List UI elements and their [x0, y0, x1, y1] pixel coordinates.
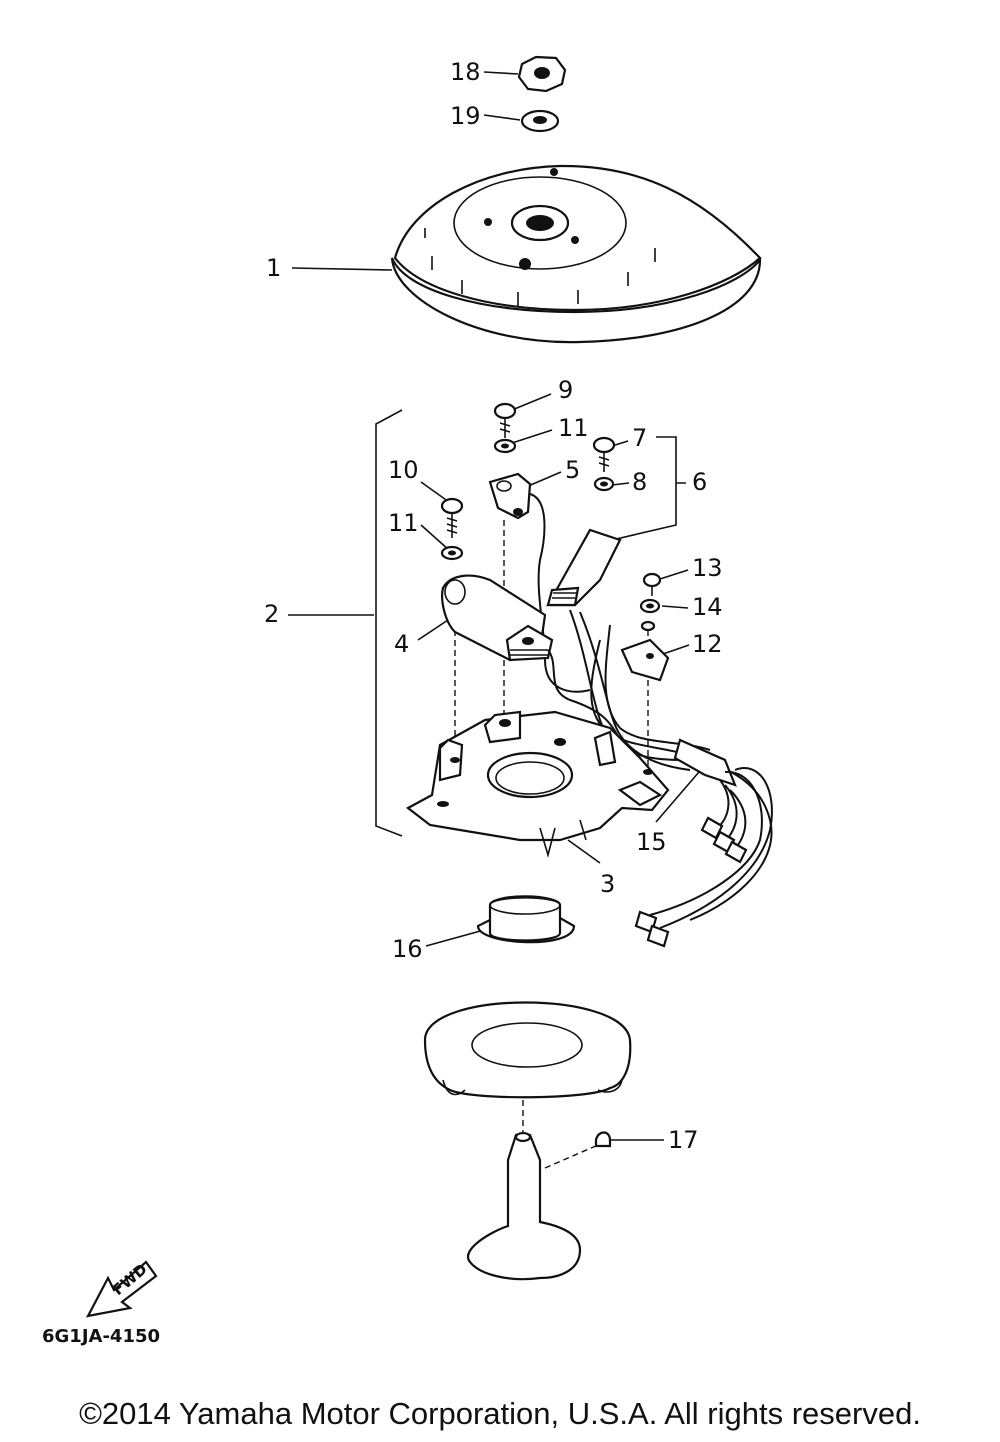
callout-14: 14: [692, 593, 723, 621]
callout-5: 5: [565, 456, 580, 484]
part-8-washer: [593, 476, 615, 492]
callout-9: 9: [558, 376, 573, 404]
crankshaft: [466, 1131, 582, 1281]
callout-3: 3: [600, 870, 615, 898]
leader-lines: [288, 71, 706, 1141]
callout-11-upper: 11: [558, 414, 589, 442]
diagram-reference-code: 6G1JA-4150: [42, 1326, 161, 1347]
callout-10: 10: [388, 456, 419, 484]
callout-12: 12: [692, 630, 723, 658]
callout-8: 8: [632, 468, 647, 496]
callout-19: 19: [450, 102, 481, 130]
callout-15: 15: [636, 828, 667, 856]
bracket-2: [375, 409, 403, 837]
part-13-screw: [642, 572, 662, 596]
part-19-washer: [520, 109, 560, 133]
callouts: 18 19 1 9 11 7 10 5 8 6 11 13 2 14 4 12 …: [264, 58, 723, 1154]
part-1-flywheel: [390, 164, 762, 344]
callout-18: 18: [450, 58, 481, 86]
callout-7: 7: [632, 424, 647, 452]
part-3-stator-plate: [405, 710, 670, 858]
part-18-nut: [517, 55, 567, 93]
part-9-screw: [493, 402, 517, 438]
callout-6: 6: [692, 468, 707, 496]
part-7-screw: [592, 436, 616, 472]
part-10-screw: [440, 497, 464, 538]
callout-13: 13: [692, 554, 723, 582]
callout-4: 4: [394, 630, 409, 658]
callout-16: 16: [392, 935, 423, 963]
part-4-ignition-coil: [441, 574, 621, 741]
part-11-washer-upper: [493, 438, 517, 454]
callout-17: 17: [668, 1126, 699, 1154]
part-11-washer-lower: [440, 545, 464, 561]
part-12-clamp: [620, 620, 670, 682]
part-14-washer: [639, 598, 661, 614]
copyright-notice: ©2014 Yamaha Motor Corporation, U.S.A. A…: [79, 1396, 921, 1431]
seal-plate: [423, 1001, 632, 1099]
part-17-key: [594, 1131, 612, 1148]
callout-2: 2: [264, 600, 279, 628]
part-16-collar: [476, 895, 576, 944]
fwd-arrow-icon: FWD: [85, 1260, 158, 1318]
callout-11-lower: 11: [388, 509, 419, 537]
callout-1: 1: [266, 254, 281, 282]
part-5-pulser-coil: [488, 472, 591, 693]
